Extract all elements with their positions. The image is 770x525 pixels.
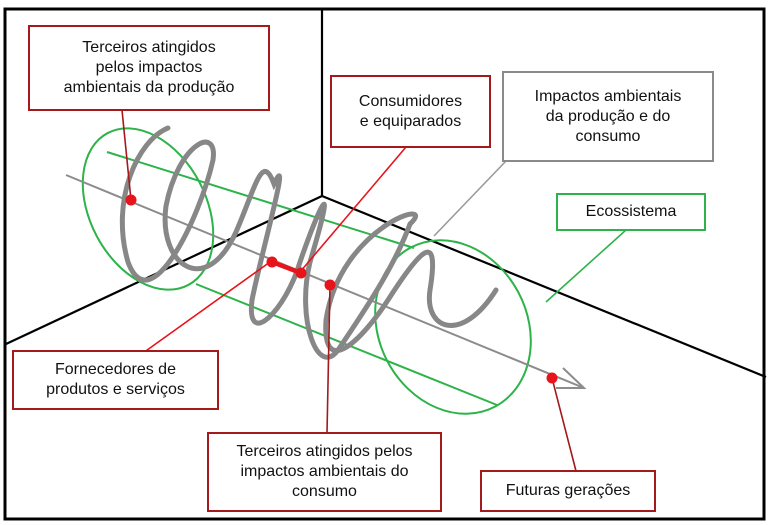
value-chain-spiral bbox=[119, 125, 499, 360]
label-ecossistema: Ecossistema bbox=[556, 193, 706, 231]
pointer-terceiros-consumo bbox=[326, 284, 331, 434]
dot-terceiros-consumo bbox=[324, 279, 336, 291]
label-consumidores: Consumidores e equiparados bbox=[330, 75, 491, 148]
label-futuras-geracoes: Futuras gerações bbox=[480, 470, 656, 512]
dot-fornecedores bbox=[266, 256, 278, 268]
pointer-lines bbox=[121, 109, 627, 472]
axis-line bbox=[65, 174, 585, 389]
axis-arrowhead bbox=[556, 367, 587, 389]
dot-terceiros-producao bbox=[125, 194, 137, 206]
time-axis bbox=[65, 174, 587, 389]
cylinder-top-edge bbox=[106, 151, 415, 249]
label-terceiros-consumo: Terceiros atingidos pelos impactos ambie… bbox=[207, 432, 442, 512]
pointer-consumidores bbox=[299, 146, 407, 273]
plane-edge-right bbox=[321, 194, 767, 379]
label-impactos: Impactos ambientais da produção e do con… bbox=[502, 71, 714, 162]
pointer-fornecedores bbox=[135, 261, 271, 359]
dot-futuras-geracoes bbox=[546, 372, 558, 384]
pointer-impactos bbox=[433, 160, 507, 237]
diagram-frame bbox=[3, 7, 766, 521]
pointer-ecossistema bbox=[545, 229, 627, 303]
stakeholder-dots bbox=[125, 194, 558, 384]
dot-consumidores bbox=[295, 267, 307, 279]
label-terceiros-producao: Terceiros atingidos pelos impactos ambie… bbox=[28, 25, 270, 111]
label-fornecedores: Fornecedores de produtos e serviços bbox=[12, 350, 219, 410]
pointer-futuras bbox=[551, 377, 577, 472]
pointer-terceiros-producao bbox=[121, 109, 132, 201]
